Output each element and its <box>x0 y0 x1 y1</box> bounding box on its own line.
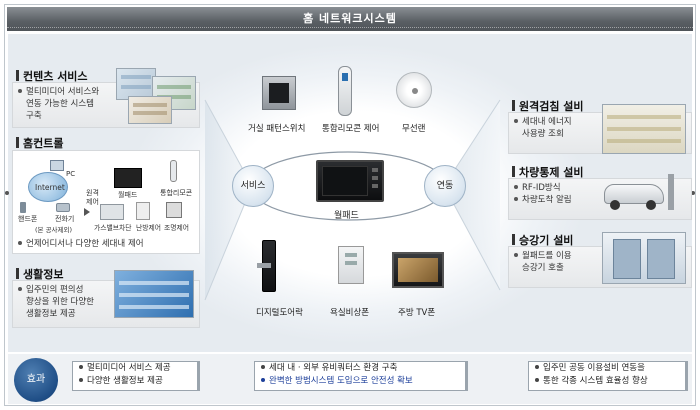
arrow-right-icon <box>84 208 90 216</box>
wireless-lan-icon <box>396 72 432 108</box>
gas-valve-icon <box>100 204 124 220</box>
life-info-text-line1: 입주민의 편의성 <box>26 285 84 295</box>
car-icon <box>598 170 686 212</box>
telephone-label: 전화기 <box>55 215 75 223</box>
diagram-title: 홈 네트워크시스템 <box>303 12 397 25</box>
bullet-icon <box>514 119 518 123</box>
kitchen-tv-phone-icon <box>392 252 444 288</box>
elevator-screenshot <box>602 232 686 284</box>
living-switch-label: 거실 패턴스위치 <box>248 124 306 134</box>
life-info-text-line3: 생활정보 제공 <box>26 309 76 319</box>
door-lock-label: 디지털도어락 <box>256 308 303 318</box>
title-divider <box>7 27 693 28</box>
lighting-control-label: 조명제어 <box>164 224 190 232</box>
pc-icon <box>50 160 64 171</box>
remote-small-label: 통합리모콘 <box>160 189 193 197</box>
internet-label: Internet <box>35 183 65 192</box>
title-bar: 홈 네트워크시스템 <box>7 7 693 31</box>
bullet-icon <box>79 365 83 369</box>
meter-title: 원격검침 설비 <box>512 98 584 114</box>
bullet-icon <box>18 241 22 245</box>
telephone-note: (본 공사제외) <box>35 226 73 234</box>
telephone-icon <box>56 203 70 212</box>
effect-2-line-1: 세대 내 · 외부 유비쿼터스 환경 구축 <box>269 363 398 373</box>
meter-text-line1: 세대내 에너지 <box>522 117 572 127</box>
elevator-title: 승강기 설비 <box>512 232 573 248</box>
bullet-icon <box>261 365 265 369</box>
bullet-icon <box>18 287 22 291</box>
parking-title: 차량통제 설비 <box>512 164 584 180</box>
wallpad-icon <box>316 160 384 202</box>
elevator-text-line1: 월패드를 이용 <box>522 251 572 261</box>
meter-text-line2: 사용량 조회 <box>522 129 564 139</box>
wallpad-small-icon <box>114 168 142 188</box>
digital-door-lock-icon <box>257 240 276 292</box>
kitchen-tv-phone-label: 주방 TV폰 <box>398 308 436 318</box>
wireless-lan-label: 무선랜 <box>402 124 426 134</box>
bullet-icon <box>79 378 83 382</box>
effect-2-line-2: 완벽한 방범시스템 도입으로 안전성 확보 <box>269 376 413 386</box>
remote-control-label-1: 원격 <box>86 189 99 197</box>
bullet-icon <box>514 197 518 201</box>
life-info-screenshot <box>114 270 194 318</box>
contents-text-line1: 멀티미디어 서비스와 <box>26 87 100 97</box>
effect-3-line-2: 통한 각종 시스템 효율성 향상 <box>543 376 648 386</box>
parking-text: RF-ID방식 차량도착 알림 <box>514 182 594 206</box>
effect-box-2: 세대 내 · 외부 유비쿼터스 환경 구축 완벽한 방범시스템 도입으로 안전성… <box>254 361 468 391</box>
bullet-icon <box>535 365 539 369</box>
bullet-icon <box>261 378 265 382</box>
effect-1-line-2: 다양한 생활정보 제공 <box>87 376 163 386</box>
bath-emergency-phone-icon <box>338 246 364 284</box>
service-node: 서비스 <box>232 165 274 207</box>
contents-screenshot-3 <box>128 96 172 124</box>
parking-text-line1: RF-ID방식 <box>522 183 561 193</box>
elevator-text: 월패드를 이용 승강기 호출 <box>514 250 598 274</box>
effect-box-1: 멀티미디어 서비스 제공 다양한 생활정보 제공 <box>72 361 200 391</box>
globe-icon <box>28 172 68 202</box>
life-info-title: 생활정보 <box>16 266 63 282</box>
home-control-title: 홈컨트롤 <box>16 135 63 151</box>
remote-control-label-2: 제어 <box>86 198 99 206</box>
meter-text: 세대내 에너지 사용량 조회 <box>514 116 594 140</box>
effect-1-line-1: 멀티미디어 서비스 제공 <box>87 363 171 373</box>
home-control-bullet-text: 언제어디서나 다양한 세대내 제어 <box>26 239 144 249</box>
remote-control-label: 통합리모콘 제어 <box>322 124 380 134</box>
effect-3-line-1: 입주민 공동 이용설비 연동을 <box>543 363 645 373</box>
pattern-switch-icon <box>262 76 296 110</box>
phone-label: 핸드폰 <box>18 215 38 223</box>
contents-text-line3: 구축 <box>26 111 42 121</box>
life-info-text-line2: 향상을 위한 다양한 <box>26 297 94 307</box>
life-info-text: 입주민의 편의성 향상을 위한 다양한 생활정보 제공 <box>18 284 118 320</box>
gas-valve-label: 가스밸브차단 <box>94 224 132 232</box>
heating-control-label: 난방제어 <box>136 224 162 232</box>
lighting-control-icon <box>166 202 182 218</box>
contents-text: 멀티미디어 서비스와 연동 가능한 시스템 구축 <box>18 86 114 122</box>
link-node: 연동 <box>424 165 466 207</box>
parking-text-line2: 차량도착 알림 <box>522 195 572 205</box>
contents-text-line2: 연동 가능한 시스템 <box>26 99 94 109</box>
heating-control-icon <box>136 202 150 220</box>
remote-small-icon <box>170 160 177 182</box>
bath-phone-label: 욕실비상폰 <box>330 308 370 318</box>
bullet-icon <box>535 378 539 382</box>
remote-control-icon <box>338 66 352 116</box>
wallpad-label: 월패드 <box>334 211 359 221</box>
bullet-icon <box>18 89 22 93</box>
home-control-bullet: 언제어디서나 다양한 세대내 제어 <box>18 238 144 250</box>
effect-box-3: 입주민 공동 이용설비 연동을 통한 각종 시스템 효율성 향상 <box>528 361 688 391</box>
meter-screenshot <box>602 104 686 154</box>
pc-label: PC <box>66 170 76 178</box>
elevator-text-line2: 승강기 호출 <box>522 263 564 273</box>
bullet-icon <box>514 253 518 257</box>
mobile-phone-icon <box>20 202 26 213</box>
effect-badge: 효과 <box>14 358 58 402</box>
bullet-icon <box>514 185 518 189</box>
wallpad-small-label: 월패드 <box>118 191 138 199</box>
contents-title: 컨텐츠 서비스 <box>16 68 88 84</box>
